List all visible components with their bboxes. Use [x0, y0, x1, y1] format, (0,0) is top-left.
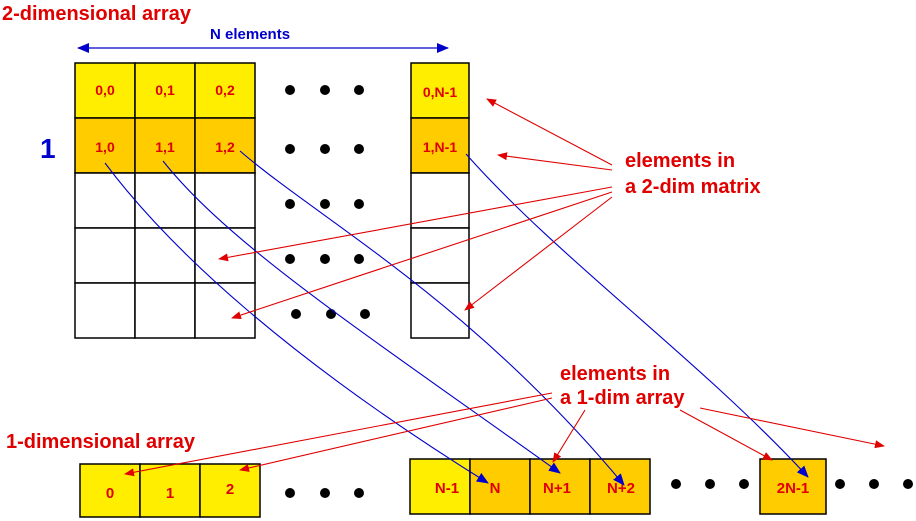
matrix-ellipsis-dots: [285, 85, 370, 319]
array-group-b: N-1 N N+1 N+2: [409, 458, 651, 515]
matrix-cell: [74, 227, 136, 284]
matrix-cell-label: 1,1: [155, 139, 175, 155]
matrix-annotation-line2: a 2-dim matrix: [625, 176, 761, 198]
matrix-cell: [194, 172, 256, 229]
one-dim-title: 1-dimensional array: [6, 431, 196, 453]
matrix-cell: [410, 282, 470, 339]
two-dim-title: 2-dimensional array: [2, 3, 192, 25]
n-elements-label: N elements: [210, 26, 290, 43]
matrix-cell: [134, 227, 196, 284]
matrix-pointer-arrow: [464, 196, 613, 311]
matrix-cell: [134, 172, 196, 229]
matrix-cell-label: 0,1: [155, 82, 175, 98]
array-cell-label: 2N-1: [777, 480, 810, 497]
matrix-annotation-line1: elements in: [625, 150, 735, 172]
array-cell: [759, 458, 827, 515]
array-annotation-line2: a 1-dim array: [560, 387, 685, 409]
array-annotation-line1: elements in: [560, 363, 670, 385]
matrix-cell-label: 0,0: [95, 82, 115, 98]
matrix-pointer-arrow: [218, 186, 613, 262]
matrix-cell-label: 1,0: [95, 139, 115, 155]
array-cell: [409, 458, 471, 515]
matrix-cell: [134, 62, 196, 119]
array-cell-label: N+2: [607, 480, 635, 497]
matrix-cell: [194, 227, 256, 284]
array-cell-label: N-1: [435, 480, 459, 497]
mapping-curve-1-n-1: [465, 153, 809, 478]
matrix-cell: [194, 117, 256, 174]
row-index-label: 1: [40, 133, 56, 164]
matrix-cell-label: 0,2: [215, 82, 235, 98]
array-ellipsis-dots: [285, 479, 913, 498]
array-pointer-arrow: [239, 397, 553, 472]
matrix-annotation: elements in a 2-dim matrix: [218, 98, 761, 319]
matrix-cell: [410, 117, 470, 174]
matrix-pointer-arrow: [231, 191, 613, 319]
matrix-cell: [134, 282, 196, 339]
matrix-cell-label: 1,N-1: [423, 139, 457, 155]
array-pointer-arrow: [679, 409, 773, 461]
array-cell-label: 0: [106, 485, 114, 502]
array-cell-label: N: [490, 480, 501, 497]
array-pointer-arrow: [124, 392, 553, 477]
array-cell: [199, 463, 261, 518]
array-cell-label: N+1: [543, 480, 571, 497]
matrix-pointer-arrow: [497, 152, 613, 171]
array-group-c: 2N-1: [759, 458, 827, 515]
matrix-cell: [74, 282, 136, 339]
matrix-cell-label: 1,2: [215, 139, 235, 155]
array-pointer-arrow: [552, 409, 586, 463]
matrix-pointer-arrow: [486, 98, 613, 166]
mapping-curve-1-1: [162, 160, 561, 474]
array-cell-label: 2: [226, 481, 234, 498]
array-pointer-arrow: [699, 407, 885, 449]
array-cell: [469, 458, 531, 515]
array-cell-label: 1: [166, 485, 174, 502]
array-group-a: 0 1 2: [79, 463, 261, 518]
matrix-cell: [410, 62, 470, 119]
matrix-cell: [74, 172, 136, 229]
array-annotation: elements in a 1-dim array: [124, 363, 885, 477]
mapping-curve-1-0: [104, 162, 489, 484]
row-to-array-mapping: [104, 150, 809, 486]
mapping-curve-1-2: [239, 150, 625, 486]
matrix-left-block: 0,0 0,1 0,2 1,0 1,1 1,2: [74, 62, 256, 339]
array-cell: [589, 458, 651, 515]
matrix-cell-label: 0,N-1: [423, 84, 457, 100]
matrix-last-column: 0,N-1 1,N-1: [410, 62, 470, 339]
matrix-cell: [410, 172, 470, 229]
array-cell: [139, 463, 201, 518]
